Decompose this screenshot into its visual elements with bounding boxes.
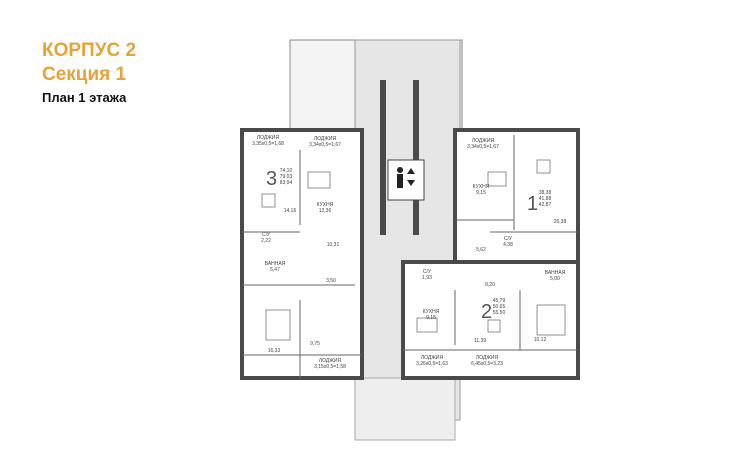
apartment-number: 1 (527, 193, 538, 215)
area-total: 45,79 (493, 298, 506, 304)
room-label: 10,12 (534, 337, 547, 343)
room-label: 2,22 (261, 238, 271, 244)
area-total: 38,38 (539, 190, 552, 196)
room-label: ЛОДЖИЯ (476, 355, 499, 361)
room-label: ЛОДЖИЯ (314, 136, 337, 142)
plan-title: План 1 этажа (42, 90, 127, 105)
room-label: ЛОДЖИЯ (319, 358, 342, 364)
elevator-icon (397, 167, 415, 188)
area-total: 41,88 (539, 196, 552, 202)
room-label: ЛОДЖИЯ (421, 355, 444, 361)
room-label: ВАННАЯ (265, 261, 286, 267)
room-label: 26,38 (554, 219, 567, 225)
room-label: 5,62 (476, 247, 486, 253)
room-labels-apt3: ЛОДЖИЯ 3,35х0,5=1,68 ЛОДЖИЯ 3,34х0,5=1,6… (252, 135, 346, 370)
room-label: С/У (504, 236, 513, 242)
room-label: ЛОДЖИЯ (257, 135, 280, 141)
area-total: 83,94 (280, 180, 293, 186)
area-total: 74,10 (280, 168, 293, 174)
room-label: 3,35х0,5=1,68 (252, 141, 284, 147)
apartment-3 (240, 128, 364, 380)
room-label: С/У (423, 269, 432, 275)
room-label: 10,31 (327, 242, 340, 248)
apartment-number: 3 (266, 168, 277, 190)
building-title: КОРПУС 2 (42, 40, 137, 61)
room-label: ВАННАЯ (545, 270, 566, 276)
apartment-1 (453, 128, 580, 264)
room-label: 1,93 (422, 275, 432, 281)
elevator (387, 159, 425, 201)
room-label: 12,36 (319, 208, 332, 214)
room-label: 3,26х0,5=1,63 (416, 361, 448, 367)
room-label: 6,45х0,5=3,23 (471, 361, 503, 367)
room-label: 11,39 (474, 338, 486, 344)
room-label: 3,15х0,5=1,58 (314, 364, 346, 370)
room-labels-apt2: С/У 1,93 8,20 ВАННАЯ 5,00 КУХНЯ 9,15 11,… (416, 269, 566, 367)
apartment-2 (401, 260, 580, 380)
room-label: 9,75 (310, 341, 320, 347)
area-total: 42,87 (539, 202, 552, 208)
area-total: 50,65 (493, 304, 506, 310)
area-total: 79,03 (280, 174, 293, 180)
room-label: 8,20 (485, 282, 495, 288)
room-label: 5,00 (550, 276, 560, 282)
apartment-number: 2 (481, 301, 492, 323)
room-label: КУХНЯ (473, 184, 490, 190)
room-label: 9,15 (426, 315, 436, 321)
room-label: 3,34х0,5=1,67 (309, 142, 341, 148)
room-label: 5,47 (270, 267, 280, 273)
section-title: Секция 1 (42, 64, 127, 85)
room-label: КУХНЯ (423, 309, 440, 315)
room-label: 3,34х0,5=1,67 (467, 144, 499, 150)
room-label: 16,33 (268, 348, 281, 354)
room-label: КУХНЯ (317, 202, 334, 208)
room-label: 3,50 (326, 278, 336, 284)
area-total: 55,50 (493, 310, 506, 316)
room-label: ЛОДЖИЯ (472, 138, 495, 144)
room-label: 14,16 (284, 208, 297, 214)
room-label: 4,38 (503, 242, 513, 248)
room-label: 9,15 (476, 190, 486, 196)
room-label: С/У (262, 232, 271, 238)
room-labels-apt1: ЛОДЖИЯ 3,34х0,5=1,67 КУХНЯ 9,15 26,38 С/… (467, 138, 566, 253)
